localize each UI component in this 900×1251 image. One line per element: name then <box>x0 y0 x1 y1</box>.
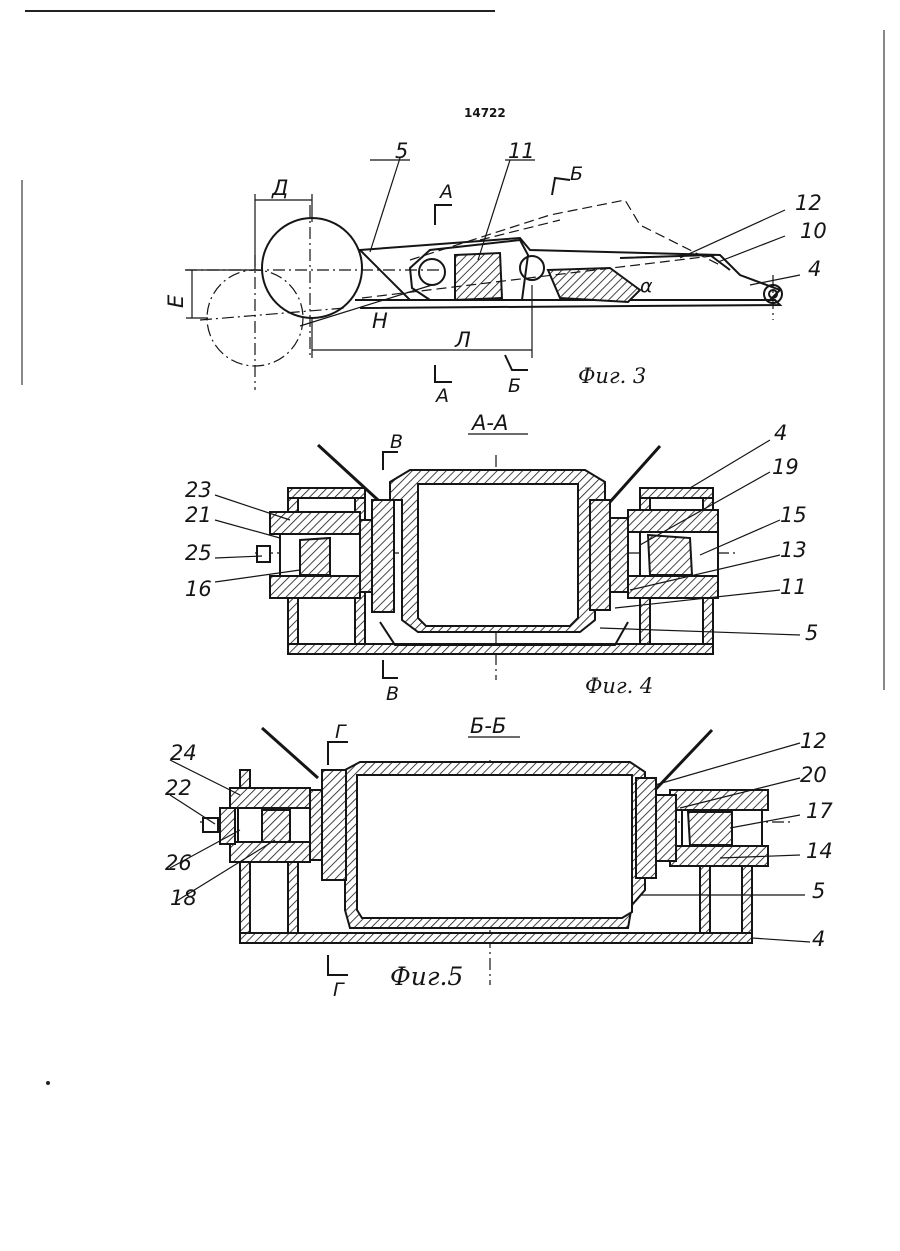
label-h: Н <box>372 309 388 333</box>
label-11: 11 <box>780 575 807 599</box>
figure-4-section-aa: А-А <box>215 411 800 680</box>
label-5: 5 <box>395 139 408 163</box>
cut-g-top: Г <box>335 721 347 743</box>
label-18: 18 <box>170 886 197 910</box>
label-12: 12 <box>795 191 822 215</box>
label-13: 13 <box>780 538 807 562</box>
left-bearing-housing-5 <box>230 788 310 808</box>
dim-left-angle-5 <box>262 728 318 778</box>
label-16: 16 <box>185 577 212 601</box>
label-l: Л <box>454 328 471 352</box>
part-12 <box>548 268 640 302</box>
fig3-caption: Фuг. 3 <box>578 364 646 388</box>
label-e: Е <box>164 294 188 308</box>
dim-h <box>300 285 432 326</box>
label-4: 4 <box>812 927 825 951</box>
fig5-caption: Фuг.5 <box>390 962 463 991</box>
label-11: 11 <box>508 139 535 163</box>
drum-circle <box>262 218 362 318</box>
frame-base-5 <box>240 933 752 943</box>
frame-bar <box>355 300 780 308</box>
label-d: Д <box>271 176 288 200</box>
second-bore <box>520 256 544 280</box>
label-26: 26 <box>165 851 192 875</box>
left-bearing-housing <box>270 512 360 534</box>
label-5: 5 <box>812 879 825 903</box>
left-bolt-26 <box>203 818 218 832</box>
label-17: 17 <box>806 799 833 823</box>
label-23: 23 <box>185 478 212 502</box>
left-bolt-25 <box>257 546 270 562</box>
label-24: 24 <box>170 741 197 765</box>
label-14: 14 <box>806 839 833 863</box>
label-22: 22 <box>165 776 192 800</box>
cut-b-top: Б <box>570 163 583 185</box>
label-12: 12 <box>800 729 827 753</box>
cut-b-bottom: Б <box>508 375 521 397</box>
cut-a-top: А <box>438 181 453 203</box>
label-20: 20 <box>800 763 827 787</box>
label-alpha: α <box>640 275 653 297</box>
section-aa-title: А-А <box>470 411 508 435</box>
cut-g-bottom: Г <box>333 979 345 1001</box>
page-number: 14722 <box>464 106 506 120</box>
dim-right-angle-5 <box>655 730 712 790</box>
figure-5-section-bb: Б-Б <box>170 714 810 985</box>
label-4: 4 <box>774 421 787 445</box>
label-25: 25 <box>185 541 212 565</box>
pivot-bore <box>419 259 445 285</box>
label-15: 15 <box>780 503 807 527</box>
label-19: 19 <box>772 455 799 479</box>
right-bearing-housing <box>628 510 718 532</box>
label-10: 10 <box>800 219 827 243</box>
cut-v-top: В <box>390 431 403 453</box>
label-4: 4 <box>808 257 821 281</box>
cut-v-bottom: В <box>386 683 399 705</box>
fig4-caption: Фuг. 4 <box>585 674 653 698</box>
section-bb-title: Б-Б <box>470 714 506 738</box>
cut-a-bottom: А <box>434 385 449 407</box>
label-21: 21 <box>185 503 212 527</box>
label-5: 5 <box>805 621 818 645</box>
